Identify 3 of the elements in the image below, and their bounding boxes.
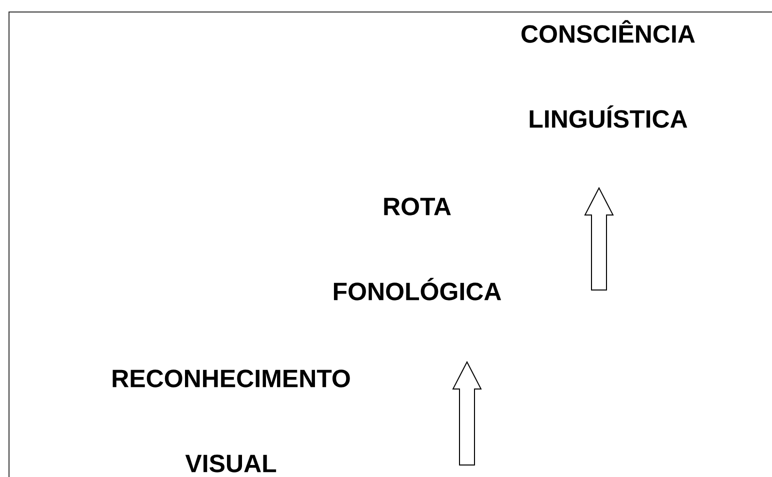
- text-label: ROTA FONOLÓGICA: [334, 198, 502, 300]
- text-label: RECONHECIMENTO VISUAL: [112, 370, 350, 472]
- text-label: CONSCIÊNCIA LINGUÍSTICA: [522, 20, 695, 128]
